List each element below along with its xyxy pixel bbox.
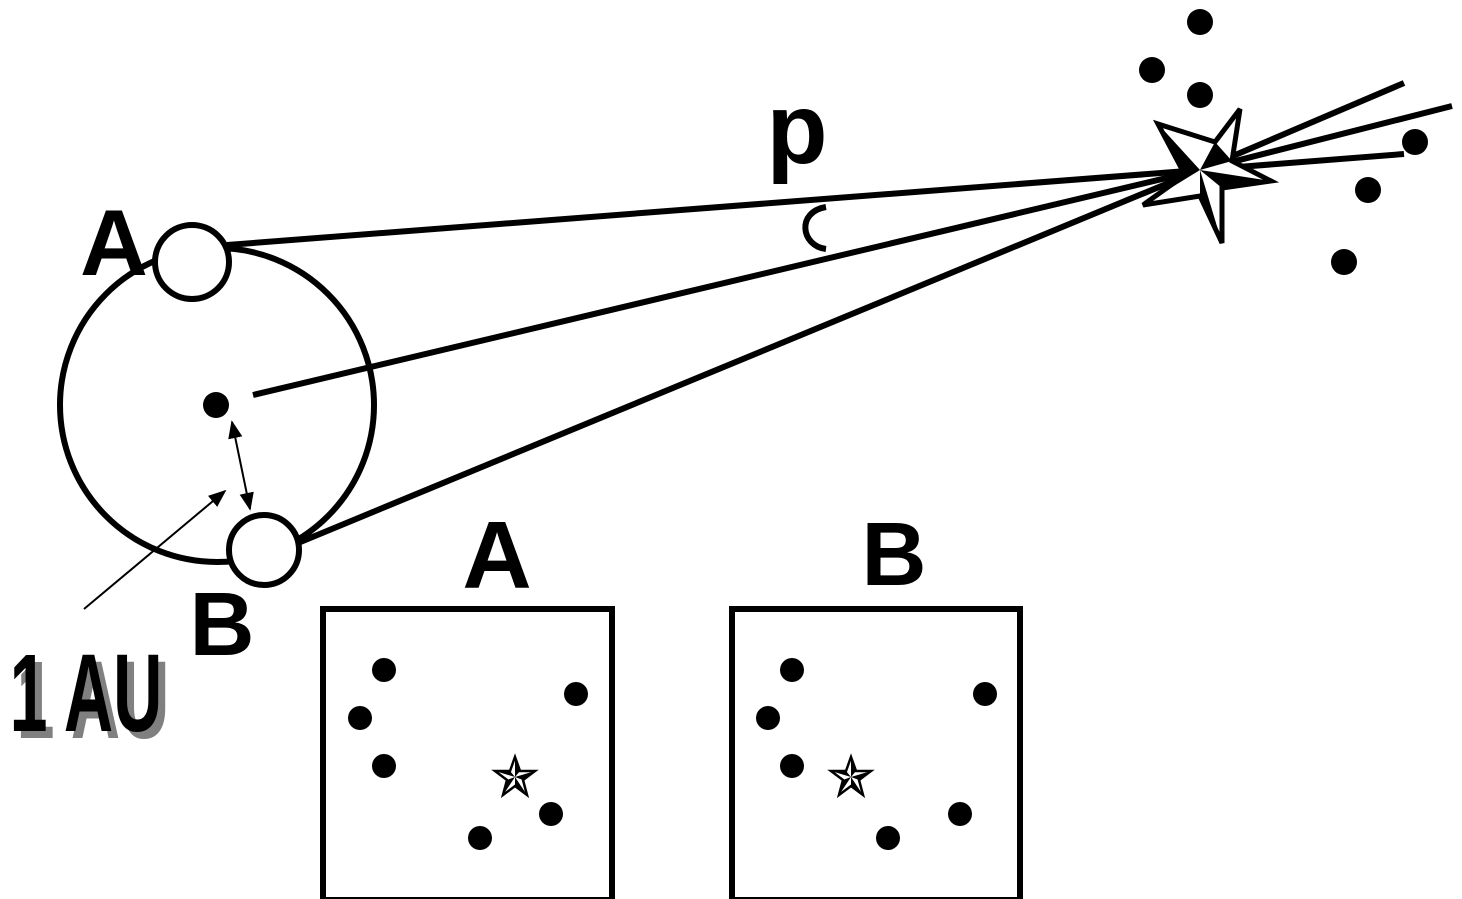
parallax-angle-arc [802,204,827,252]
label-parallax-angle: p [766,73,827,185]
panel-star [876,826,900,850]
panel-star [468,826,492,850]
background-star [1139,57,1165,83]
panel-star [780,658,804,682]
panel-star [756,706,780,730]
earth-position-b [226,512,302,588]
panel-star [780,754,804,778]
background-star [1355,177,1381,203]
au-label-text: 1 AU [10,632,163,755]
panel-star [564,682,588,706]
panel-frame-a [320,606,615,899]
label-position-a: A [80,190,148,295]
view-panel-a: A [320,502,615,899]
panel-star [348,706,372,730]
sight-line-from-b [296,167,1202,546]
au-label-shadow: 1 AU [17,639,170,762]
panel-near-star-icon [491,753,539,799]
panel-star [372,754,396,778]
background-star [1331,249,1357,275]
background-star [1187,9,1213,35]
panel-title-b: B [862,505,927,605]
earth-position-a [152,222,232,302]
sight-line-from-sun [252,167,1201,398]
panel-star [372,658,396,682]
label-position-b: B [190,575,255,675]
panel-frame-b [729,606,1023,899]
background-stars [1139,9,1428,275]
background-star [1402,129,1428,155]
au-double-arrow [228,420,254,511]
au-label: 1 AU 1 AU [10,632,170,762]
panel-near-star-icon [827,753,875,799]
panel-star [948,802,972,826]
panel-star [973,682,997,706]
near-star-icon [1141,107,1280,245]
background-star [1187,82,1213,108]
view-panel-b: B [729,505,1023,899]
au-pointer-arrow [83,489,227,610]
sun-dot [203,392,229,418]
sight-line-from-a [226,167,1201,248]
panel-title-a: A [462,502,531,609]
panel-star [539,802,563,826]
extended-line-2 [1199,103,1453,173]
